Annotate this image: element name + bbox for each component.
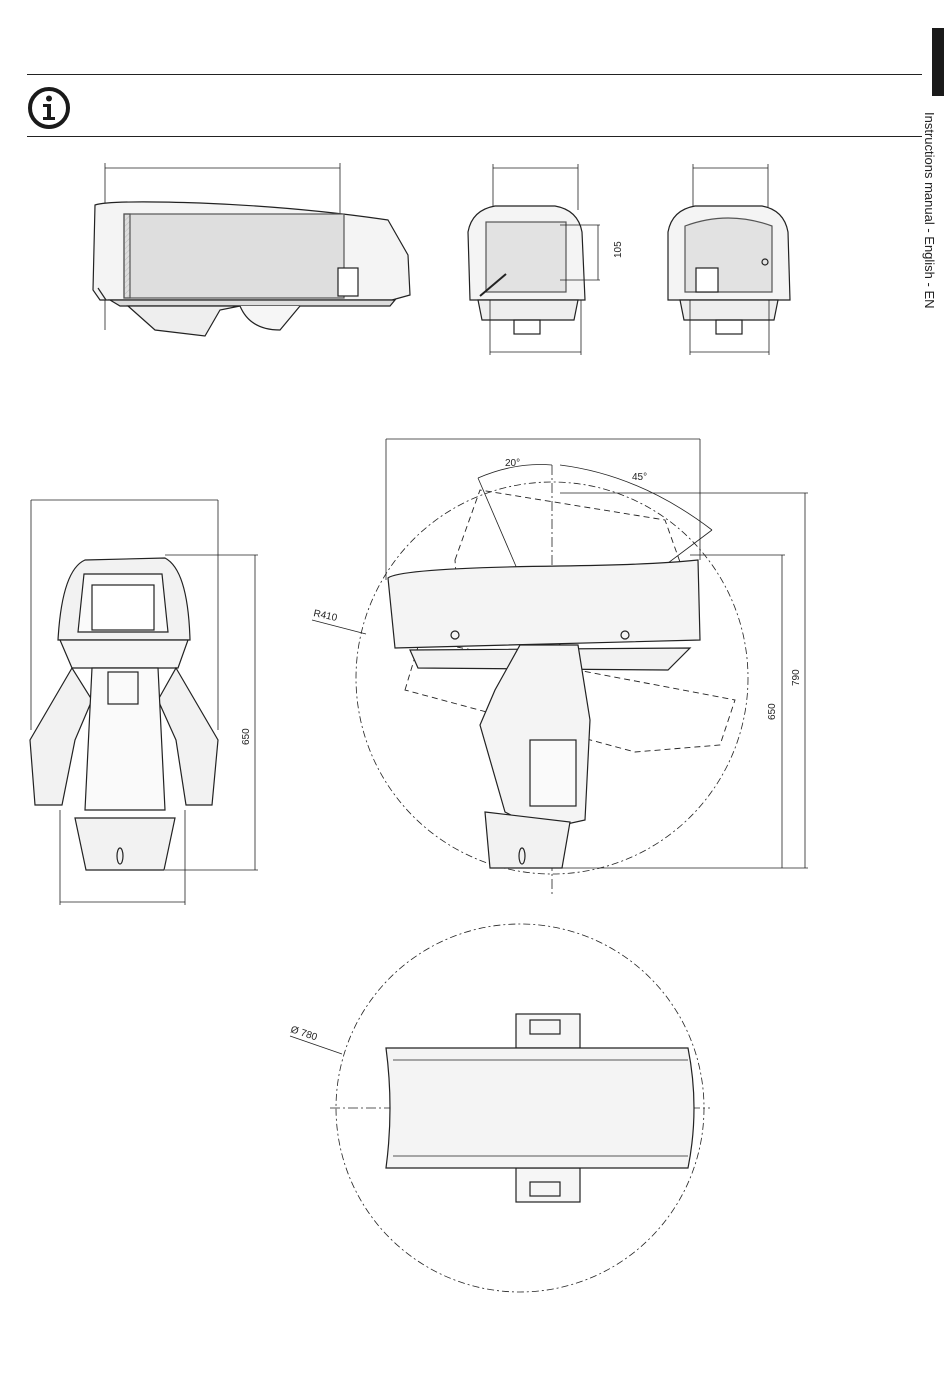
dim-front-650: 650 [241, 728, 252, 745]
unit-front-view [30, 500, 258, 905]
housing-front-view [468, 164, 600, 355]
dim-tilt-down: 45° [632, 472, 647, 483]
dim-side-790: 790 [791, 669, 802, 686]
unit-side-view [312, 439, 808, 895]
housing-side-section-view [93, 163, 410, 336]
dim-side-650: 650 [767, 703, 778, 720]
unit-top-view [290, 924, 710, 1292]
dim-radius: R410 [312, 608, 338, 624]
dim-tilt-up: 20° [505, 458, 520, 469]
dim-105: 105 [613, 241, 624, 258]
housing-rear-view [668, 164, 790, 355]
